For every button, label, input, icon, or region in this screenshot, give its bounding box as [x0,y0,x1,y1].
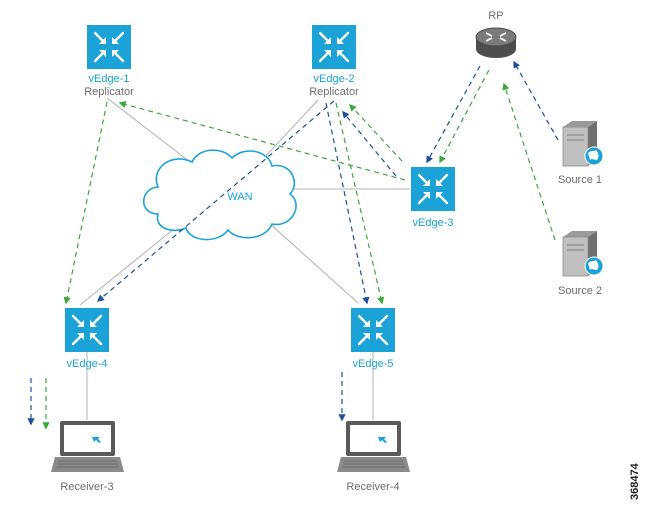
source-2: Source 2 [558,231,604,297]
flow-vedge3-to-vedge1-green [118,101,406,181]
vedge-4 [65,308,109,352]
flow-rp-to-vedge3-blue [426,65,481,164]
vedge-1-label: vEdge-1 [89,73,130,85]
flow-vedge1-to-vedge4-green [63,101,108,305]
source-1-label: Source 1 [558,174,602,186]
flow-source2-to-rp [502,82,556,241]
link-vedge5-wan [267,221,359,304]
vedge-2-label: vEdge-2 [314,73,355,85]
source-1: Source 1 [558,121,604,186]
vedge-5 [351,308,395,352]
wan-cloud: WAN [143,149,297,241]
flow-vedge2-to-vedge5-blue [325,102,370,305]
flow-source1-to-rp [513,60,559,141]
rp-label: RP [488,10,503,22]
flow-vedge2-to-vedge5-green [335,102,385,305]
flow-vedge3-to-rp-green [439,67,491,164]
vedge-5-label: vEdge-5 [353,358,394,370]
multicast-flows [27,60,559,430]
vedge-router-icon [65,308,109,352]
vedge-2-role: Replicator [309,86,359,98]
vedge-router-icon [312,25,356,69]
link-vedge1-wan [106,97,191,163]
cloud-icon [143,149,297,241]
vedge-4-label: vEdge-4 [67,358,108,370]
figure-id: 368474 [629,462,641,500]
vedge-1-role: Replicator [84,86,134,98]
vedge-3-label: vEdge-3 [413,217,454,229]
server-globe-icon [562,231,604,277]
receiver-4: Receiver-4 [337,421,410,493]
receiver-4-label: Receiver-4 [346,481,399,493]
laptop-icon [337,421,410,472]
router-icon [475,27,517,58]
laptop-icon [51,421,124,472]
vedge-3 [411,167,455,211]
receiver-3: Receiver-3 [51,421,124,493]
receiver-3-label: Receiver-3 [60,481,113,493]
link-vedge2-wan [261,99,319,161]
vedge-router-icon [351,308,395,352]
vedge-router-icon [87,25,131,69]
flow-vedge2-to-vedge4-blue [96,100,335,302]
vedge-1 [87,25,131,69]
wan-label: WAN [227,191,252,203]
server-globe-icon [562,121,604,167]
rp-router: RP [475,10,517,58]
source-2-label: Source 2 [558,285,602,297]
underlay-links [79,97,410,420]
flow-vedge3-to-vedge2-blue [342,110,397,177]
vedge-2 [312,25,356,69]
flow-vedge3-to-vedge2-green [349,103,403,162]
link-vedge4-wan [79,223,181,306]
vedge-router-icon [411,167,455,211]
